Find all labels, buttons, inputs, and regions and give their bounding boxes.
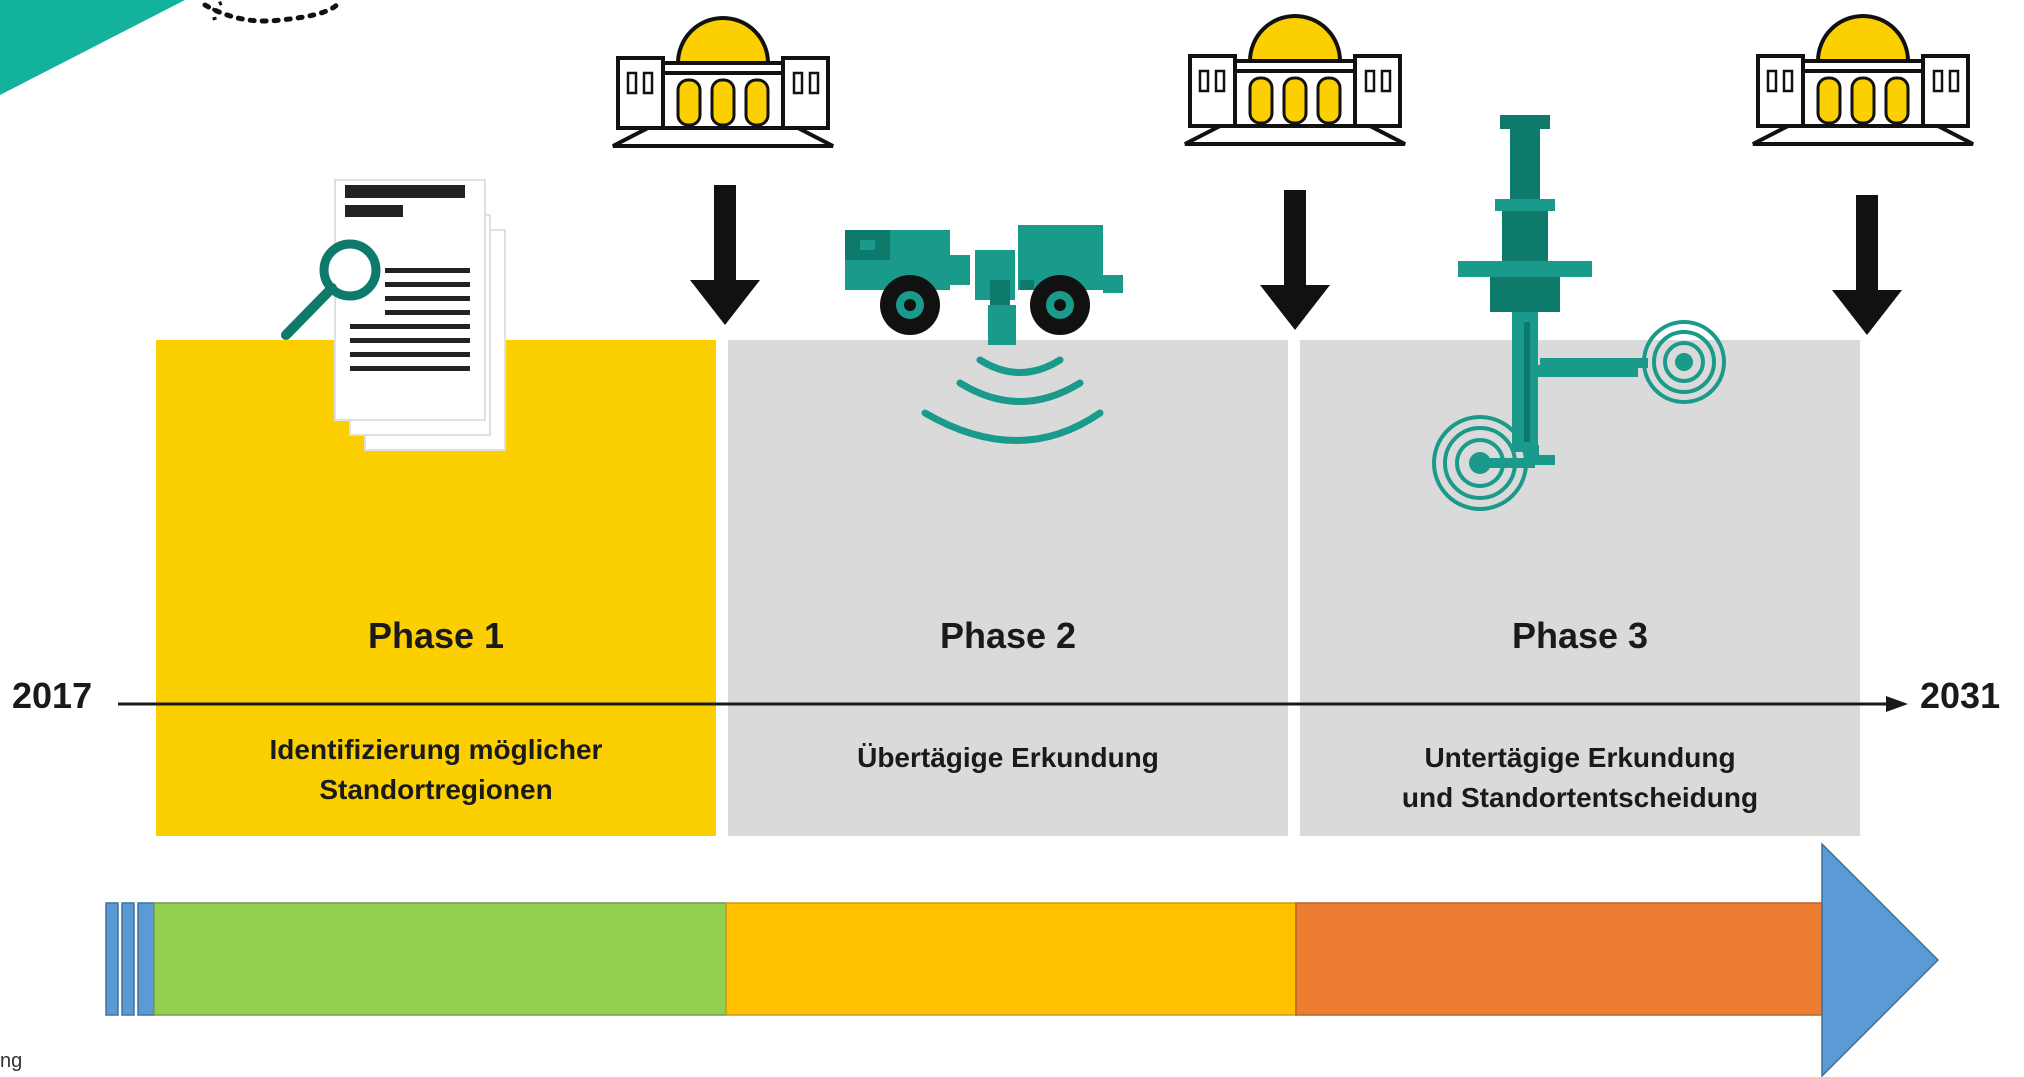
survey-vehicle-icon [845,225,1123,444]
down-arrow-icon [690,185,760,325]
bar-segment-phase-3 [1295,902,1823,1016]
start-year: 2017 [12,675,93,716]
phase-1-title: Phase 1 [367,615,505,656]
phase-3-description: Untertägige Erkundung und Standortentsch… [1300,738,1860,818]
phase-3-title: Phase 3 [1511,615,1649,656]
bar-stripe [105,902,119,1016]
parliament-icon [612,16,834,148]
bar-arrow-head [1821,842,1940,1077]
down-arrow-icon [1260,190,1330,330]
end-year: 2031 [1920,675,2001,716]
phase-2-description-line-1: Übertägige Erkundung [857,742,1159,773]
phase-1-description-line-2: Standortregionen [319,774,553,805]
phase-1-description-line-1: Identifizierung möglicher [269,734,603,765]
footer-text-fragment: ng [0,1050,23,1072]
bar-stripe [121,902,135,1016]
phase-2-title: Phase 2 [939,615,1077,656]
phase-3-box [1300,340,1860,836]
document-magnifier-icon [281,179,506,451]
phase-1-description: Identifizierung möglicher Standortregion… [156,730,716,810]
corner-decoration [0,0,343,95]
phase-2-box [728,340,1288,836]
progress-bar [105,842,1940,1077]
phase-2-description: Übertägige Erkundung [728,738,1288,778]
bar-stripe [137,902,155,1016]
bar-segment-phase-2 [725,902,1297,1016]
drilling-rig-icon [1432,115,1726,511]
parliament-icon [1752,14,1974,146]
parliament-icon [1184,14,1406,146]
down-arrow-icon [1832,195,1902,335]
phase-3-description-line-1: Untertägige Erkundung [1424,742,1736,773]
bar-segment-phase-1 [153,902,727,1016]
phase-3-description-line-2: und Standortentscheidung [1401,782,1759,813]
timeline-axis [118,696,1908,712]
